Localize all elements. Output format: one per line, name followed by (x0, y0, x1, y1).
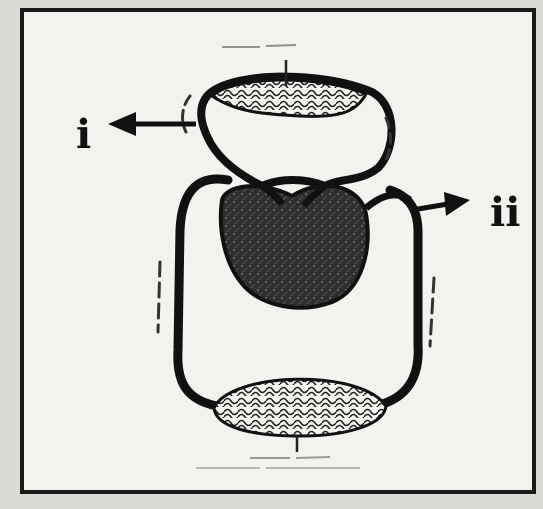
label-ii: ii (490, 189, 520, 236)
systemic-capillary-bed (214, 379, 386, 436)
label-i: i (76, 111, 91, 158)
